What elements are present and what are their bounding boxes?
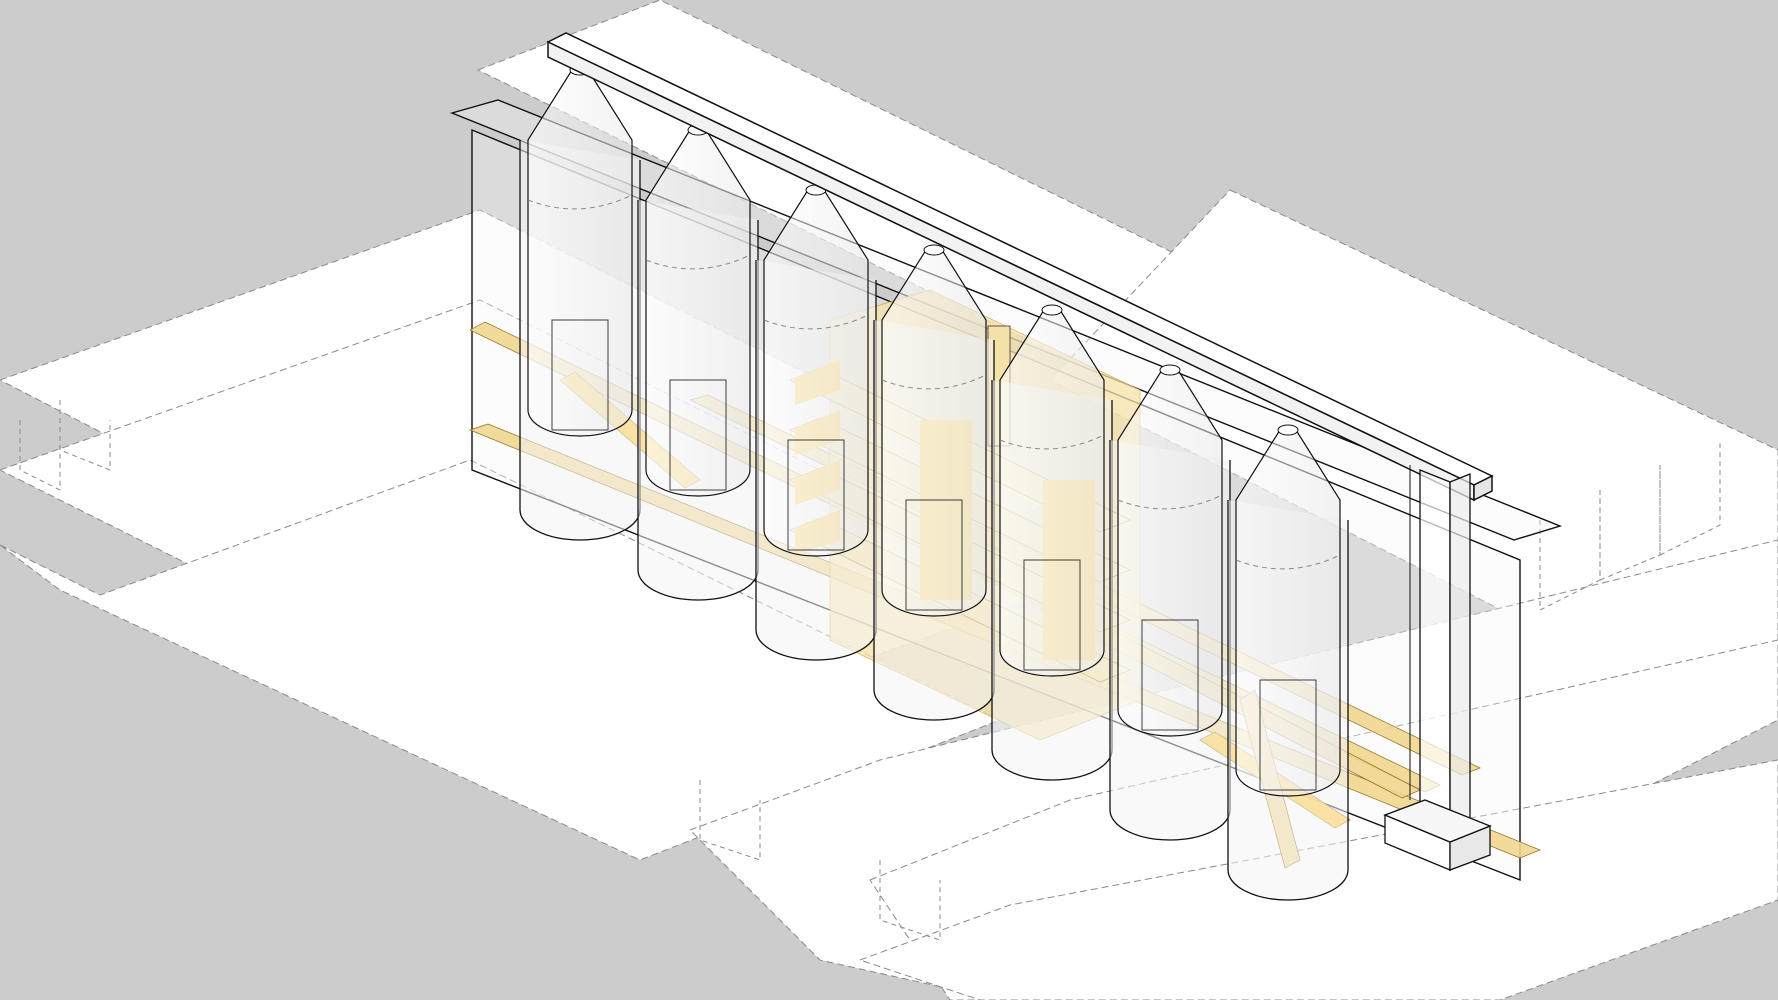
- silo-4-opening: [905, 499, 963, 611]
- silo-6-opening: [1141, 619, 1199, 731]
- silo-4: [873, 244, 995, 721]
- silo-7: [1227, 424, 1349, 901]
- silo-1-opening: [551, 319, 609, 431]
- silo-row: [519, 64, 1349, 901]
- silo-3: [755, 184, 877, 661]
- silo-3-section-line: [763, 314, 869, 330]
- silo-5-hopper: [999, 309, 1105, 677]
- silo-3-opening: [787, 439, 845, 551]
- service-core: [1383, 465, 1492, 871]
- core-shaft: [1419, 469, 1451, 841]
- silo-6: [1109, 364, 1231, 841]
- silo-2-section-line: [645, 254, 751, 270]
- silo-6-cap: [1159, 364, 1181, 376]
- silo-7-cap: [1277, 424, 1299, 436]
- silo-1-section-line: [527, 194, 633, 210]
- silo-2-hopper: [645, 129, 751, 497]
- silo-2: [637, 124, 759, 601]
- silo-7-hopper: [1235, 429, 1341, 797]
- silo-5-opening: [1023, 559, 1081, 671]
- core-shaft-side: [1449, 473, 1471, 841]
- silo-5-section-line: [999, 434, 1105, 450]
- silo-5-cap: [1041, 304, 1063, 316]
- silo-4-section-line: [881, 374, 987, 390]
- silo-7-opening: [1259, 679, 1317, 791]
- floor-slab-left-lower: [0, 459, 1002, 861]
- silo-4-hopper: [881, 249, 987, 617]
- silo-6-hopper: [1117, 369, 1223, 737]
- core-base-top: [1383, 799, 1492, 843]
- beam-end-face: [1473, 474, 1493, 502]
- silo-1: [519, 64, 641, 541]
- roof-beam: [546, 32, 1494, 502]
- silo-5: [991, 304, 1113, 781]
- ghost-structure-lines: [19, 400, 1721, 941]
- silo-2-opening: [669, 379, 727, 491]
- silo-4-cap: [923, 244, 945, 256]
- silo-6-section-line: [1117, 494, 1223, 510]
- silo-1-hopper: [527, 69, 633, 437]
- silo-7-section-line: [1235, 554, 1341, 570]
- silo-3-hopper: [763, 189, 869, 557]
